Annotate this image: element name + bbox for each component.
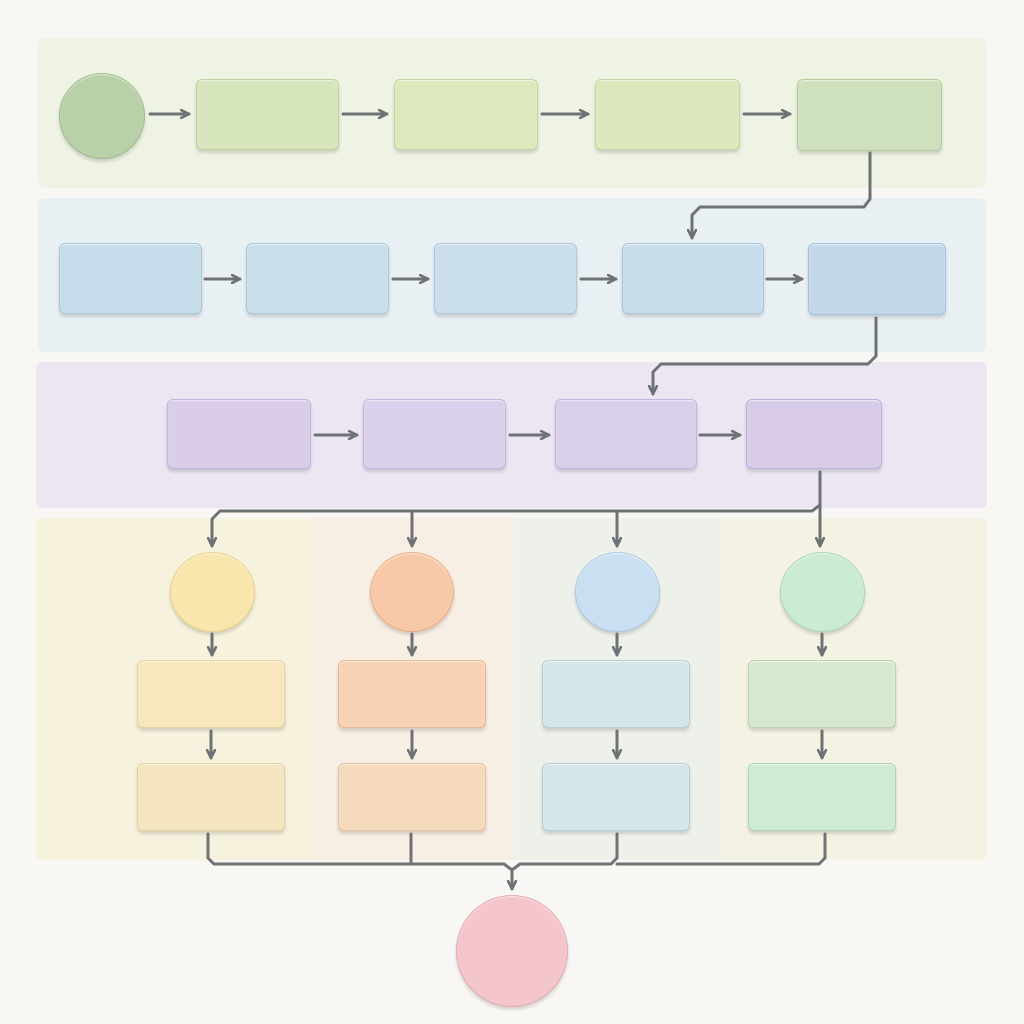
c1-b1-box-node — [137, 660, 285, 728]
r1-b3-box-node — [595, 79, 740, 150]
r2-b1-box-node — [59, 243, 202, 314]
r3-b4-box-node — [746, 399, 882, 469]
c3-circle-circle-node — [575, 552, 660, 632]
end-circle-node — [456, 895, 568, 1007]
c3-b1-box-node — [542, 660, 690, 728]
r2-b2-box-node — [246, 243, 389, 314]
r1-b2-box-node — [394, 79, 538, 150]
r2-b4-box-node — [622, 243, 764, 314]
r3-b1-box-node — [167, 399, 311, 469]
c4-b1-box-node — [748, 660, 896, 728]
c1-circle-circle-node — [170, 552, 255, 632]
c1-b2-box-node — [137, 763, 285, 831]
r3-b3-box-node — [555, 399, 697, 469]
c4-b2-box-node — [748, 763, 896, 831]
c2-circle-circle-node — [370, 552, 454, 632]
c2-b1-box-node — [338, 660, 486, 728]
r2-b3-box-node — [434, 243, 577, 314]
start-circle-node — [59, 73, 145, 159]
c3-b2-box-node — [542, 763, 690, 831]
r3-b2-box-node — [363, 399, 506, 469]
r2-b5-box-node — [808, 243, 946, 315]
r1-b1-box-node — [196, 79, 339, 150]
c2-b2-box-node — [338, 763, 486, 831]
c4-circle-circle-node — [780, 552, 865, 632]
r1-b4-box-node — [797, 79, 942, 151]
